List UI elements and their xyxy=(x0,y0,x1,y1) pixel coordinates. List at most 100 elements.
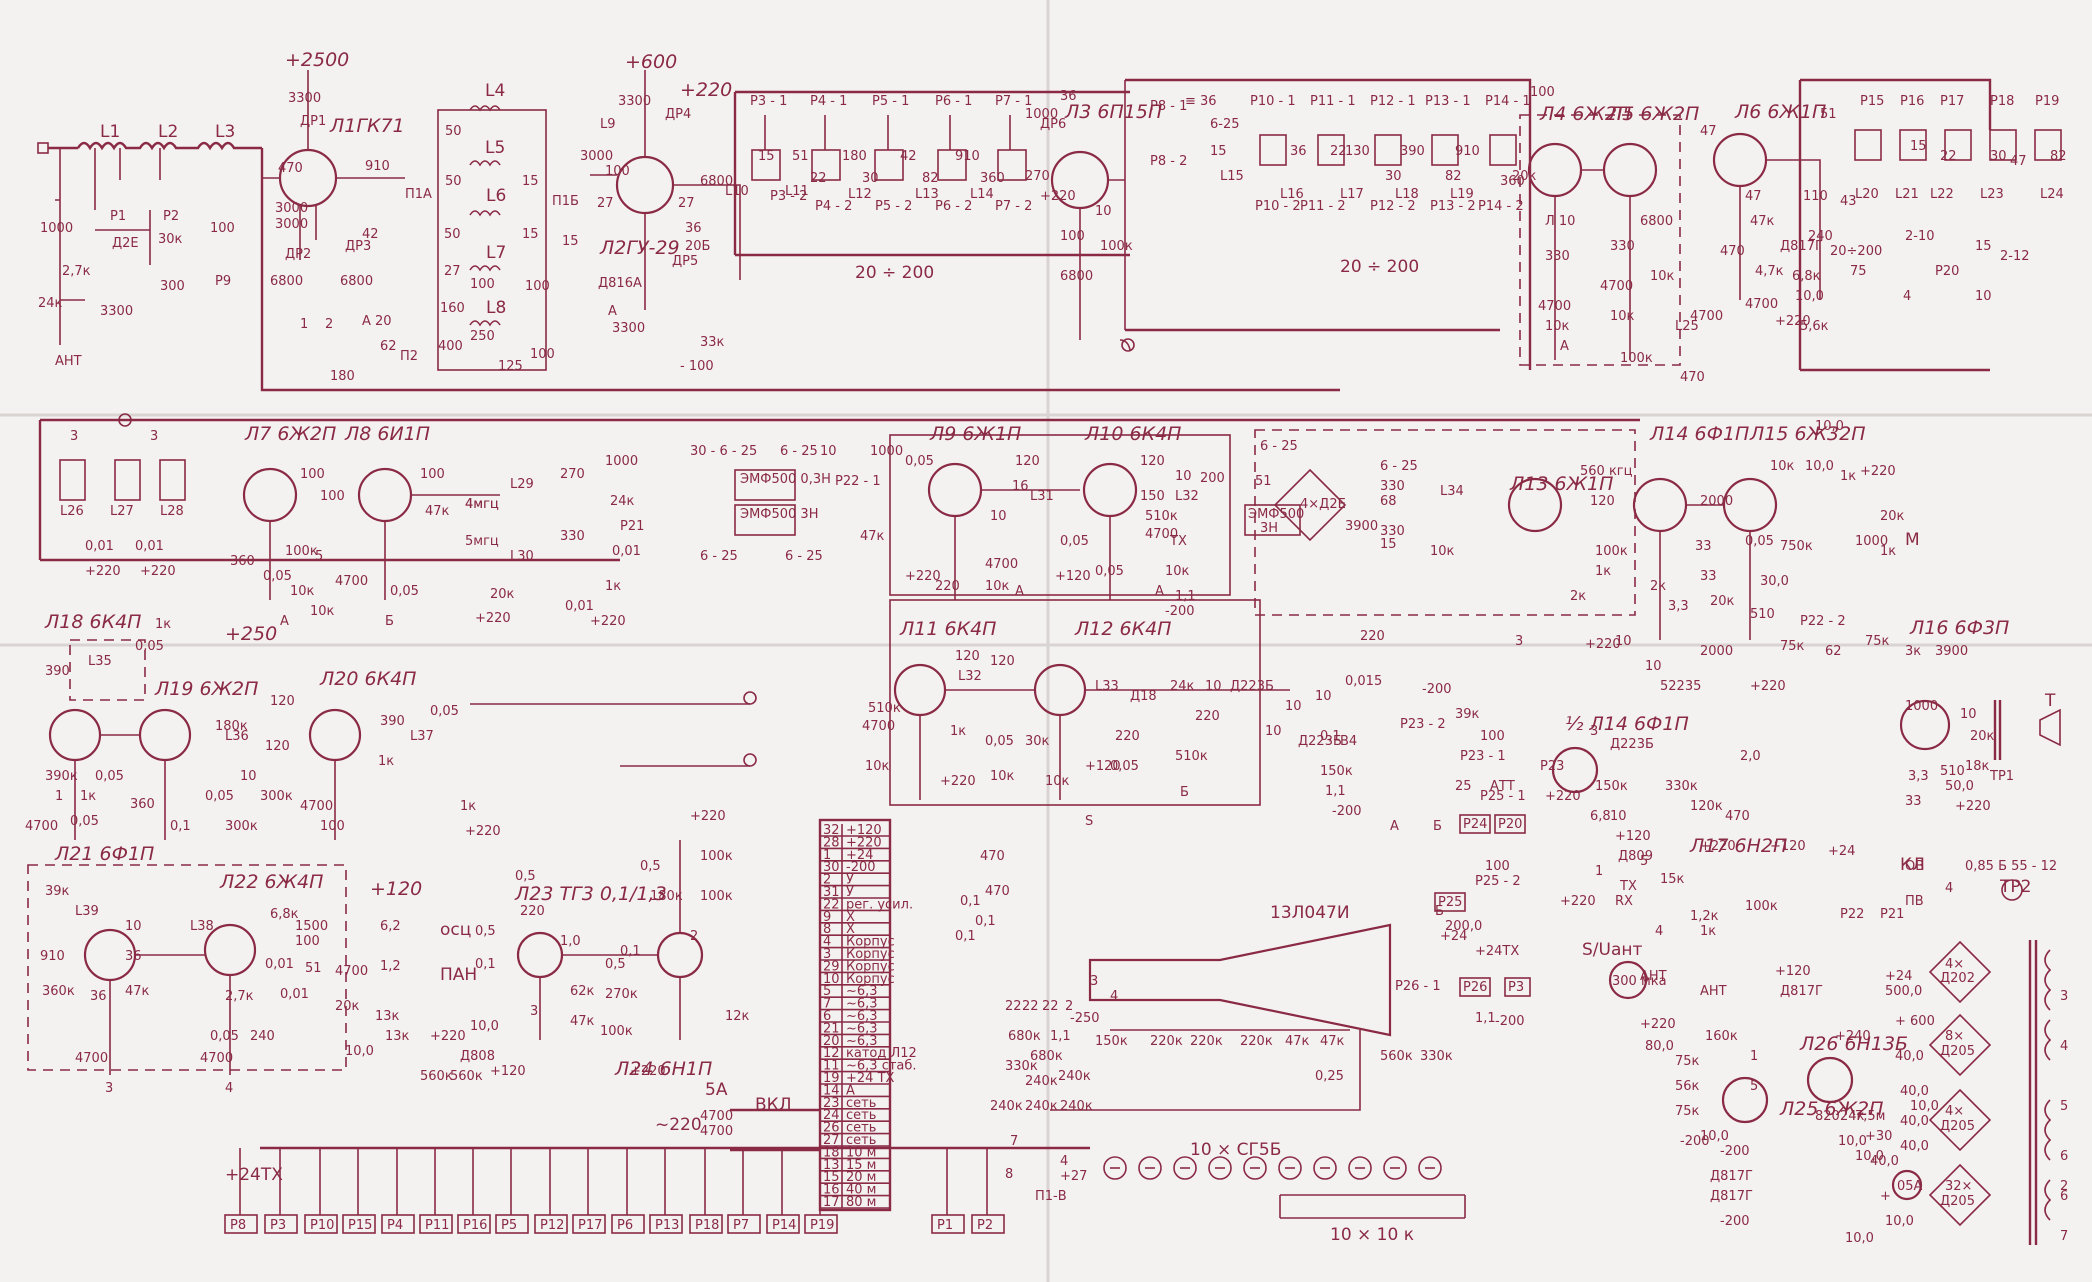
connector-pin-number: 16 xyxy=(823,1183,840,1198)
svg-text:5мгц: 5мгц xyxy=(465,534,499,549)
svg-text:-200: -200 xyxy=(1720,1214,1750,1229)
svg-text:4×: 4× xyxy=(1945,957,1964,972)
svg-text:L30: L30 xyxy=(510,549,534,564)
svg-text:Р12 - 1: Р12 - 1 xyxy=(1370,94,1416,109)
svg-text:2: 2 xyxy=(2060,1179,2068,1194)
svg-text:360: 360 xyxy=(130,797,155,812)
relay-label: Р17 xyxy=(578,1218,602,1233)
svg-text:75к: 75к xyxy=(1675,1054,1700,1069)
svg-text:36: 36 xyxy=(685,221,702,236)
svg-text:Р14 - 2: Р14 - 2 xyxy=(1478,199,1524,214)
relay-box xyxy=(804,1214,838,1234)
svg-text:100: 100 xyxy=(605,164,630,179)
relay-box xyxy=(572,1214,606,1234)
svg-text:6800: 6800 xyxy=(1640,214,1673,229)
svg-text:L34: L34 xyxy=(1440,484,1464,499)
svg-text:10: 10 xyxy=(1265,724,1282,739)
svg-text:680к: 680к xyxy=(1030,1049,1063,1064)
svg-text:Д809: Д809 xyxy=(1618,849,1653,864)
svg-text:5: 5 xyxy=(315,549,323,564)
svg-text:15: 15 xyxy=(1380,537,1397,552)
tube-l22-label: Л22 6Ж4П xyxy=(219,871,323,893)
svg-text:1,2к: 1,2к xyxy=(1690,909,1719,924)
tube-l10-label: Л10 6К4П xyxy=(1084,423,1181,445)
tube-l16 xyxy=(1899,699,1951,751)
svg-text:100: 100 xyxy=(470,277,495,292)
svg-text:3900: 3900 xyxy=(1935,644,1968,659)
svg-text:3300: 3300 xyxy=(288,91,321,106)
svg-text:+ 600: + 600 xyxy=(1895,1014,1935,1029)
svg-text:Р5 - 1: Р5 - 1 xyxy=(872,94,909,109)
relay-box xyxy=(727,1214,761,1234)
svg-text:10к: 10к xyxy=(990,769,1015,784)
svg-text:4700: 4700 xyxy=(335,574,368,589)
svg-text:100к: 100к xyxy=(700,849,733,864)
svg-text:50,0: 50,0 xyxy=(1945,779,1974,794)
tube-l18 xyxy=(48,708,102,762)
svg-text:10,0: 10,0 xyxy=(1838,1134,1867,1149)
svg-text:42: 42 xyxy=(900,149,917,164)
connector-pin-number: 4 xyxy=(823,935,831,950)
svg-text:15: 15 xyxy=(1910,139,1927,154)
svg-text:220: 220 xyxy=(935,579,960,594)
svg-text:18к: 18к xyxy=(1965,759,1990,774)
svg-text:100к: 100к xyxy=(1595,544,1628,559)
supply-600-label: +600 xyxy=(625,51,677,73)
tube-l26-label: Л26 6Н13Б xyxy=(1799,1033,1908,1055)
svg-text:100: 100 xyxy=(1480,729,1505,744)
svg-text:Д817Г: Д817Г xyxy=(1710,1169,1753,1184)
svg-text:0,01: 0,01 xyxy=(265,957,294,972)
svg-text:4×: 4× xyxy=(1945,1104,1964,1119)
relay-label: Р5 xyxy=(501,1218,517,1233)
svg-text:10: 10 xyxy=(1175,469,1192,484)
relay-label: Р16 xyxy=(463,1218,487,1233)
svg-text:2,0: 2,0 xyxy=(1740,749,1761,764)
svg-text:2к: 2к xyxy=(1570,589,1586,604)
svg-text:330: 330 xyxy=(1545,249,1570,264)
svg-text:40,0: 40,0 xyxy=(1870,1154,1899,1169)
svg-text:L23: L23 xyxy=(1980,187,2004,202)
svg-text:Д816А: Д816А xyxy=(598,276,642,291)
svg-text:4700: 4700 xyxy=(300,799,333,814)
svg-text:1,1: 1,1 xyxy=(1475,1011,1496,1026)
svg-text:510к: 510к xyxy=(868,701,901,716)
tube-l17-label: Л17 6Н2П xyxy=(1689,835,1787,857)
svg-text:L16: L16 xyxy=(1280,187,1304,202)
svg-text:АНТ: АНТ xyxy=(55,354,82,369)
svg-text:6,8к: 6,8к xyxy=(270,907,299,922)
svg-text:Р6 - 1: Р6 - 1 xyxy=(935,94,972,109)
svg-text:+220: +220 xyxy=(430,1029,466,1044)
relay-box xyxy=(534,1214,568,1234)
neon-bulb xyxy=(1278,1156,1302,1180)
svg-text:Р8 - 1: Р8 - 1 xyxy=(1150,99,1187,114)
connector-pin-number: 28 xyxy=(823,835,840,850)
svg-text:-200: -200 xyxy=(1720,1144,1750,1159)
relay-box xyxy=(381,1214,415,1234)
svg-text:5: 5 xyxy=(2060,1099,2068,1114)
svg-text:ДР4: ДР4 xyxy=(665,107,691,122)
tube-l11-label: Л11 6К4П xyxy=(899,618,996,640)
svg-text:Р3 - 2: Р3 - 2 xyxy=(770,189,807,204)
svg-text:0,05: 0,05 xyxy=(135,639,164,654)
connector-pin-signal: ~6,3 xyxy=(846,1009,878,1024)
svg-text:Б: Б xyxy=(385,614,394,629)
svg-text:10к: 10к xyxy=(985,579,1010,594)
svg-text:47к: 47к xyxy=(425,504,450,519)
svg-text:+120: +120 xyxy=(1615,829,1651,844)
svg-text:0,01: 0,01 xyxy=(135,539,164,554)
svg-text:L2: L2 xyxy=(158,122,178,142)
connector-pin-number: 8 xyxy=(823,922,831,937)
svg-text:2,7к: 2,7к xyxy=(62,264,91,279)
neon-count-label: 10 × СГ5Б xyxy=(1190,1140,1281,1160)
svg-text:30к: 30к xyxy=(158,232,183,247)
svg-text:510к: 510к xyxy=(1145,509,1178,524)
svg-text:ДР6: ДР6 xyxy=(1040,117,1066,132)
svg-text:2: 2 xyxy=(690,929,698,944)
svg-text:Р3 - 1: Р3 - 1 xyxy=(750,94,787,109)
svg-text:390: 390 xyxy=(380,714,405,729)
svg-text:0,05: 0,05 xyxy=(70,814,99,829)
svg-text:910: 910 xyxy=(365,159,390,174)
svg-text:ДР5: ДР5 xyxy=(672,254,698,269)
svg-text:22: 22 xyxy=(1940,149,1957,164)
